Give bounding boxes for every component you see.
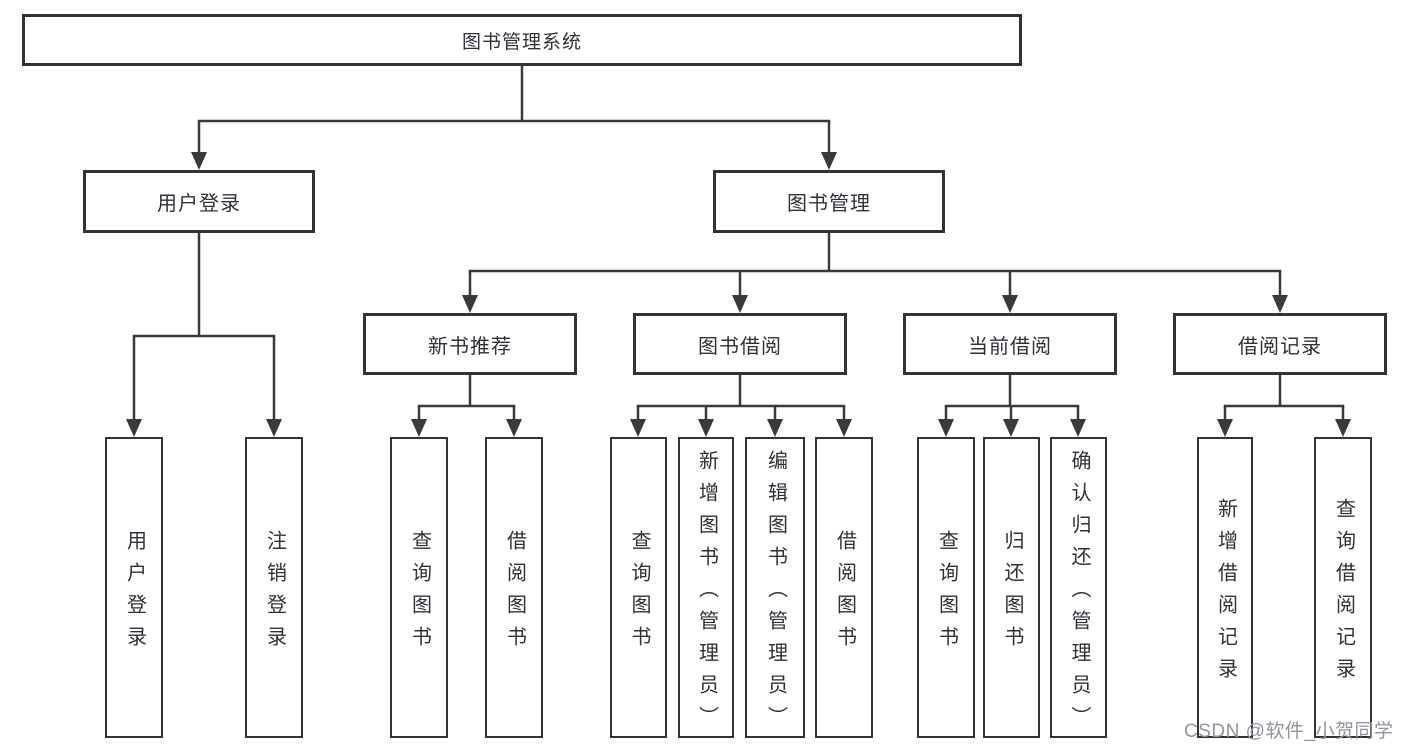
node-current-borrowing: 当前借阅 (903, 313, 1117, 375)
node-label: 借阅图书 (833, 529, 856, 658)
node-label: 图书管理系统 (461, 31, 582, 53)
leaf-current-confirm-return-admin: 确认归还（管理员） (1050, 437, 1107, 738)
leaf-recommend-query-book: 查询图书 (390, 437, 448, 738)
leaf-records-query-record: 查询借阅记录 (1314, 437, 1372, 738)
node-label: 归还图书 (1001, 529, 1023, 658)
node-borrowing-records: 借阅记录 (1173, 313, 1387, 375)
node-label: 当前借阅 (968, 335, 1052, 358)
node-label: 查询图书 (935, 529, 958, 658)
node-book-borrowing: 图书借阅 (633, 313, 847, 375)
node-label: 查询借阅记录 (1332, 497, 1355, 690)
leaf-records-add-record: 新增借阅记录 (1197, 437, 1253, 738)
leaf-borrowing-borrow-book: 借阅图书 (815, 437, 873, 738)
node-label: 用户登录 (157, 193, 241, 215)
leaf-current-return-book: 归还图书 (983, 437, 1040, 738)
node-label: 新书推荐 (428, 335, 512, 358)
node-label: 查询图书 (628, 529, 650, 658)
leaf-borrowing-edit-book-admin: 编辑图书（管理员） (745, 437, 805, 738)
node-label: 注销登录 (263, 529, 286, 658)
leaf-logout: 注销登录 (245, 437, 303, 738)
node-library-system: 图书管理系统 (22, 14, 1022, 66)
leaf-borrowing-query-book: 查询图书 (610, 437, 667, 738)
node-book-management: 图书管理 (713, 170, 945, 233)
node-label: 用户登录 (123, 529, 146, 658)
node-label: 编辑图书（管理员） (764, 449, 787, 738)
csdn-watermark: CSDN @软件_小贺同学 (1184, 721, 1394, 742)
node-label: 新增图书（管理员） (695, 449, 718, 738)
node-label: 借阅图书 (503, 529, 526, 658)
node-new-book-recommend: 新书推荐 (363, 313, 577, 375)
node-label: 图书借阅 (698, 335, 782, 358)
leaf-recommend-borrow-book: 借阅图书 (485, 437, 543, 738)
node-label: 确认归还（管理员） (1068, 449, 1090, 738)
node-user-login: 用户登录 (83, 170, 315, 233)
node-label: 新增借阅记录 (1214, 497, 1237, 690)
leaf-borrowing-add-book-admin: 新增图书（管理员） (678, 437, 734, 738)
leaf-user-login: 用户登录 (105, 437, 163, 738)
node-label: 查询图书 (408, 529, 431, 658)
leaf-current-query-book: 查询图书 (917, 437, 975, 738)
node-label: 借阅记录 (1238, 335, 1322, 358)
node-label: 图书管理 (787, 193, 871, 215)
